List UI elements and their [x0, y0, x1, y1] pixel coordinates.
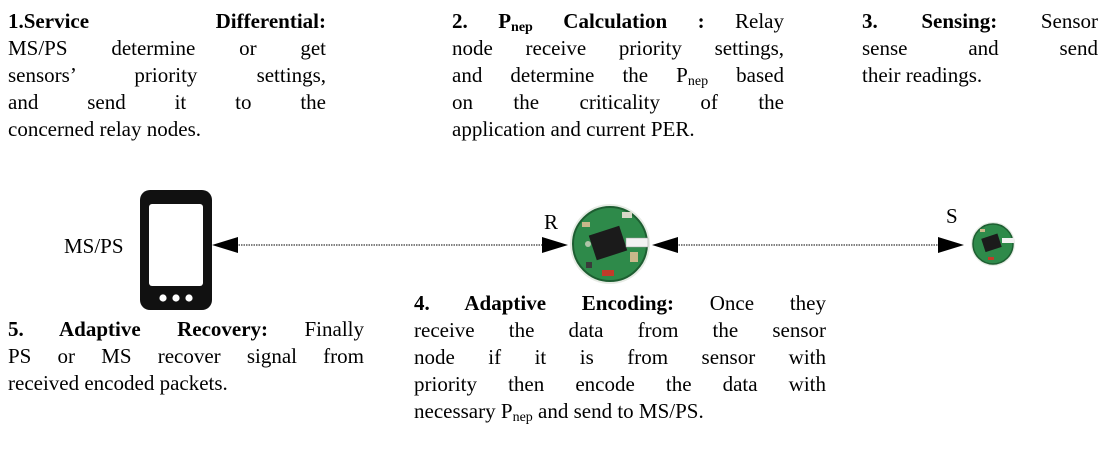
step-line: received encoded packets. — [8, 371, 228, 395]
subscript: nep — [511, 20, 533, 35]
step-title-row: 5. Adaptive Recovery: Finally — [8, 316, 364, 343]
arrowhead-to-phone — [212, 237, 238, 253]
step-title: 1.Service Differential: — [8, 9, 326, 33]
step-line: receive the data from the sensor — [414, 318, 826, 342]
step-line: node receive priority settings, — [452, 36, 784, 60]
step-title: 2. Pnep Calculation : — [452, 9, 705, 35]
subscript: nep — [512, 410, 533, 425]
smartphone-icon — [140, 190, 212, 310]
step-line: priority then encode the data with — [414, 372, 826, 396]
step-adaptive-recovery: 5. Adaptive Recovery: Finally PS or MS r… — [8, 316, 364, 397]
step-title: 4. Adaptive Encoding: — [414, 291, 674, 315]
arrowhead-to-relay — [542, 237, 568, 253]
step-line: and send to MS/PS. — [532, 399, 704, 423]
step-line: application and current PER. — [452, 117, 695, 141]
relay-label: R — [544, 210, 559, 234]
step-line: node if it is from sensor with — [414, 345, 826, 369]
step-service-differential: 1.Service Differential: MS/PS determine … — [8, 8, 326, 143]
step-title-row: 3. Sensing: Sensor — [862, 8, 1098, 35]
step-line: Relay — [704, 9, 784, 33]
step-line: PS or MS recover signal from — [8, 344, 364, 368]
step-pnep-calculation: 2. Pnep Calculation : Relay node receive… — [452, 8, 784, 143]
step-line: Finally — [268, 317, 364, 341]
step-title: 3. Sensing: — [862, 9, 998, 33]
phone-label: MS/PS — [64, 234, 124, 258]
step-line: and send it to the — [8, 90, 326, 114]
step-title-row: 4. Adaptive Encoding: Once they — [414, 290, 826, 317]
step-line: their readings. — [862, 63, 983, 87]
step-line: based — [708, 63, 784, 87]
step-line: sense and send — [862, 36, 1098, 60]
step-adaptive-encoding: 4. Adaptive Encoding: Once they receive … — [414, 290, 826, 425]
step-title-row: 1.Service Differential: — [8, 8, 326, 35]
step-line: MS/PS determine or get — [8, 36, 326, 60]
title-text: 2. P — [452, 9, 512, 33]
step-line: on the criticality of the — [452, 90, 784, 114]
sensor-label: S — [946, 204, 958, 228]
step-title-row: 2. Pnep Calculation : Relay — [452, 8, 784, 35]
arrowhead-to-sensor — [938, 237, 964, 253]
step-line: Sensor — [997, 9, 1098, 33]
step-line: and determine the P — [452, 63, 688, 87]
step-line: necessary P — [414, 399, 513, 423]
step-line-row: and determine the Pnep based — [452, 62, 784, 89]
arrowhead-from-sensor — [652, 237, 678, 253]
step-line: Once they — [674, 291, 826, 315]
step-line-row: necessary Pnep and send to MS/PS. — [414, 398, 826, 425]
subscript: nep — [687, 74, 709, 89]
relay-node-board-icon — [570, 204, 650, 284]
sensor-node-board-icon — [971, 222, 1015, 266]
step-title: 5. Adaptive Recovery: — [8, 317, 269, 341]
step-line: sensors’ priority settings, — [8, 63, 326, 87]
step-sensing: 3. Sensing: Sensor sense and send their … — [862, 8, 1098, 89]
title-text: Calculation : — [532, 9, 705, 33]
step-line: concerned relay nodes. — [8, 117, 201, 141]
